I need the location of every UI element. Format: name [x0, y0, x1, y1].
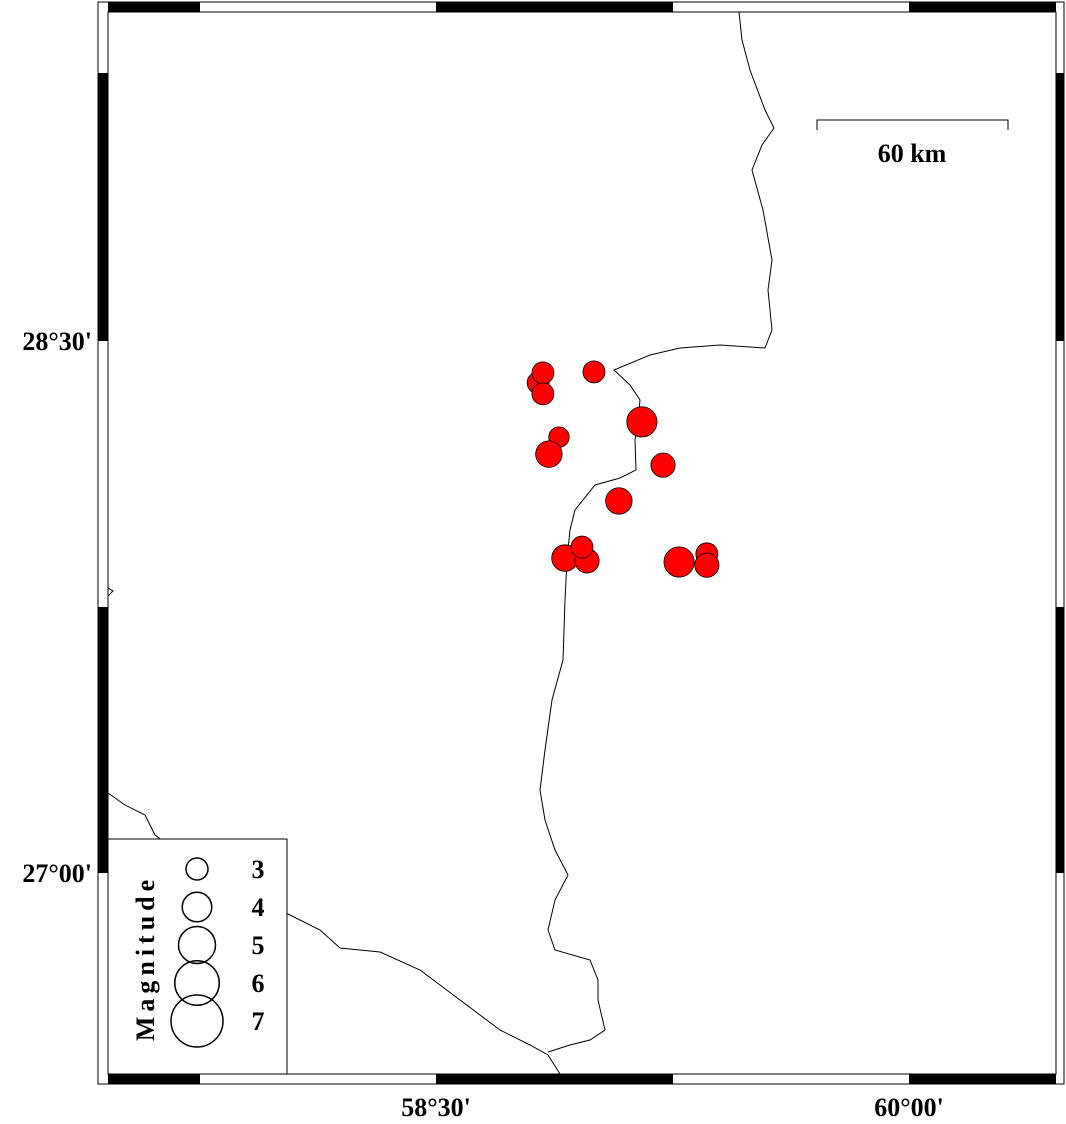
legend-circle [174, 960, 220, 1006]
coastline [107, 792, 561, 1075]
legend-circle [181, 891, 213, 923]
legend-label: 7 [252, 1007, 265, 1036]
legend-circle [170, 994, 224, 1048]
x-tick-label: 58°30' [401, 1093, 471, 1122]
earthquake-marker [626, 406, 658, 438]
border-fragment [107, 587, 114, 597]
earthquake-marker [582, 360, 606, 384]
scale-bar [816, 119, 1009, 130]
earthquake-marker [531, 361, 555, 385]
legend-label: 6 [252, 969, 265, 998]
earthquake-marker [663, 546, 695, 578]
earthquake-marker [605, 487, 633, 515]
legend-box [107, 838, 288, 1075]
legend-circle [177, 925, 217, 965]
legend-circle [185, 857, 209, 881]
y-tick-label: 27°00' [22, 859, 92, 888]
y-tick-label: 28°30' [22, 327, 92, 356]
earthquake-marker [535, 440, 563, 468]
earthquake-events [526, 360, 720, 578]
magnitude-legend: Magnitude 3 4 5 6 7 [107, 838, 288, 1075]
x-tick-label: 60°00' [874, 1093, 944, 1122]
frame-checker-bars [98, 2, 1064, 1084]
earthquake-marker [694, 552, 720, 578]
earthquake-marker [570, 535, 594, 559]
earthquake-marker [650, 452, 676, 478]
legend-label: 5 [252, 931, 265, 960]
legend-label: 4 [252, 893, 265, 922]
legend-title: Magnitude [131, 875, 160, 1041]
legend-label: 3 [252, 855, 265, 884]
border-line [539, 11, 775, 1053]
scale-bar-label: 60 km [878, 139, 947, 168]
earthquake-marker [531, 382, 555, 406]
